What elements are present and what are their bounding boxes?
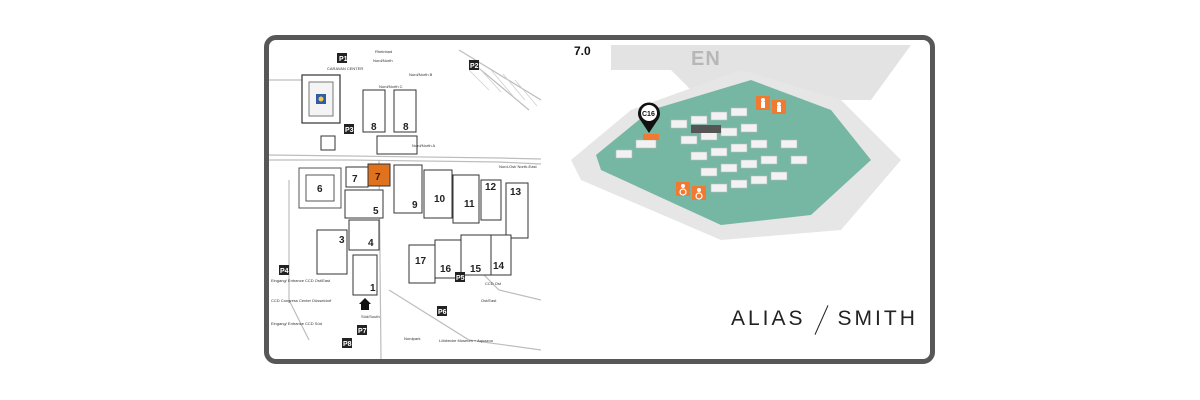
wc-icon (756, 96, 770, 110)
parking-p2: P2 (470, 63, 479, 70)
level-label: 7.0 (574, 44, 591, 58)
hall-label-7-highlight: 7 (375, 172, 381, 183)
brand-slash (810, 306, 834, 332)
neighbor-hall-label: EN (691, 48, 721, 70)
label-sued-south: Süd/South (361, 314, 380, 319)
hall-label-3: 3 (339, 235, 345, 246)
hall-label-8a: 8 (371, 122, 377, 133)
label-nord-ost: Nord-Ost/ North-East (499, 164, 537, 169)
hall-label-9: 9 (412, 200, 418, 211)
hall-7-highlight[interactable] (367, 163, 391, 187)
accessible-wc-icon (676, 182, 690, 196)
hall-plan: C16 7.0 EN ALIAS S (541, 40, 930, 359)
brand-logo: ALIAS SMITH (731, 306, 918, 332)
label-aquazoo: Löbbecke Museum + Aquazoo (439, 338, 494, 343)
label-ccd: CCD Congress Center Düsseldorf (271, 298, 332, 303)
label-rheinbad: Rheinbad (375, 49, 392, 54)
hall-label-7: 7 (352, 174, 358, 185)
booth-c16-highlight[interactable] (643, 134, 659, 140)
hall-label-15: 15 (470, 264, 482, 275)
parking-p7: P7 (358, 328, 367, 335)
parking-p6: P6 (438, 309, 447, 316)
label-caravan: CARAVAN CENTER (327, 66, 363, 71)
parking-p3: P3 (345, 127, 354, 134)
label-nord-north-a: Nord/North A (412, 143, 435, 148)
label-ost-east: Ost/East (481, 298, 497, 303)
parking-p5: P5 (456, 275, 465, 282)
hall-label-8b: 8 (403, 122, 409, 133)
hall-floor (596, 80, 871, 225)
label-nord-north: Nord/North (373, 58, 393, 63)
parking-p1: P1 (339, 56, 348, 63)
site-map: 6 8 8 7 7 5 3 4 (269, 40, 542, 359)
parking-p8: P8 (343, 341, 352, 348)
wc-icon (772, 100, 786, 114)
label-nord-north-b: Nord/North B (409, 72, 433, 77)
label-eingang-sued: Eingang/ Entrance CCD Süd (271, 321, 322, 326)
hall-label-6: 6 (317, 184, 323, 195)
hall-label-13: 13 (510, 187, 522, 198)
hall-label-16: 16 (440, 264, 452, 275)
hall-label-5: 5 (373, 206, 379, 217)
hall-label-17: 17 (415, 256, 427, 267)
parking-p4: P4 (280, 268, 289, 275)
neighbor-hall-shape (611, 45, 911, 100)
hall-label-11: 11 (464, 199, 475, 210)
booth-label: C16 (642, 111, 655, 118)
label-eingang-west: Eingang/ Entrance CCD Ost/East (271, 278, 331, 283)
hall-label-14: 14 (493, 261, 505, 272)
booth-pin[interactable]: C16 (638, 102, 660, 133)
hall-label-4: 4 (368, 238, 374, 249)
accessible-wc-icon (692, 186, 706, 200)
label-nord-north-c: Nord/North C (379, 84, 403, 89)
label-nordpark: Nordpark (404, 336, 420, 341)
brand-right: SMITH (837, 307, 918, 330)
label-ccd-ost: CCD Ost (485, 281, 502, 286)
map-card: 6 8 8 7 7 5 3 4 (264, 35, 935, 364)
booth-blocks (615, 107, 808, 193)
hall-label-12: 12 (485, 182, 497, 193)
hall-label-1: 1 (370, 283, 376, 294)
parking-markers: P1 P2 P3 P4 P5 P6 P7 P8 (279, 53, 479, 348)
dark-booth-strip (691, 125, 721, 133)
brand-left: ALIAS (731, 307, 806, 330)
hall-label-10: 10 (434, 194, 446, 205)
